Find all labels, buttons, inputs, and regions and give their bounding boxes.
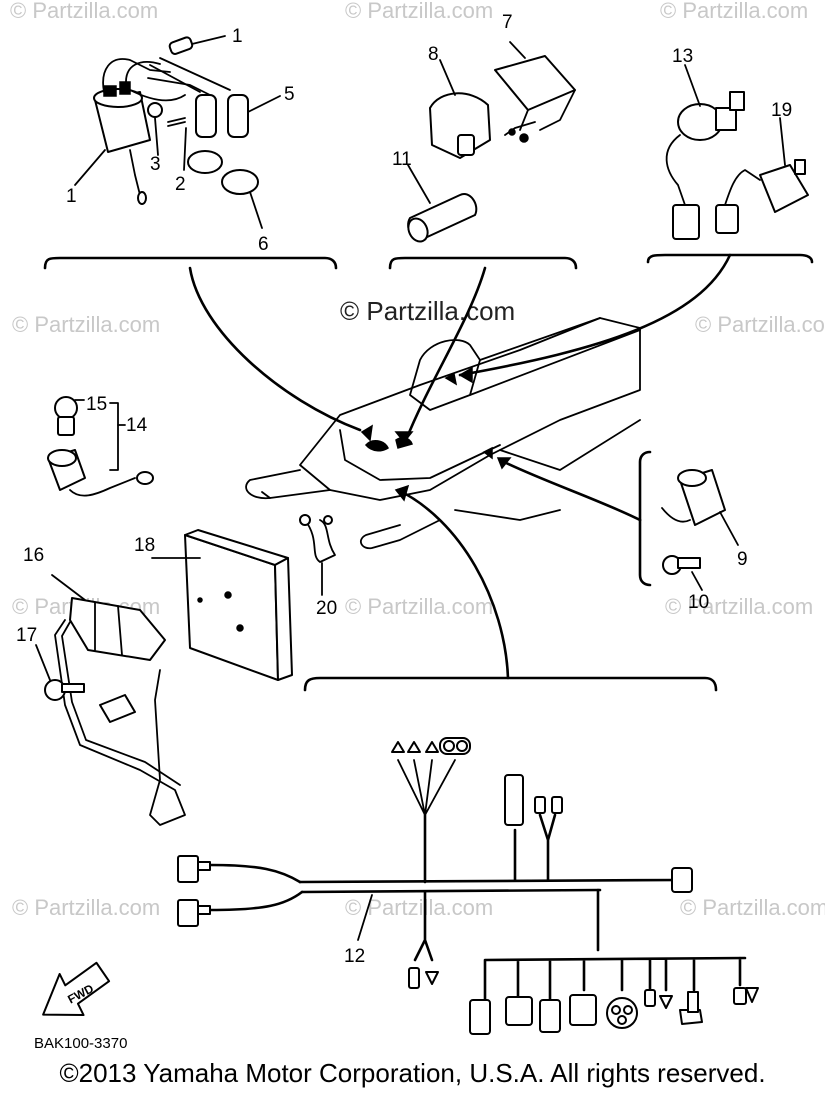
leader-group-1 (188, 266, 362, 432)
part-number-20: 20 (316, 598, 337, 619)
part-number-18: 18 (134, 535, 155, 556)
copyright-notice: ©2013 Yamaha Motor Corporation, U.S.A. A… (59, 1058, 766, 1088)
part-number-19: 19 (771, 100, 792, 121)
part-number-17: 17 (16, 625, 37, 646)
watermark: © Partzilla.com (345, 0, 493, 23)
main-switch-group: 13 19 (665, 46, 809, 240)
part-number-13: 13 (672, 46, 693, 67)
snowmobile-outline (245, 317, 641, 550)
part-number-1: 1 (66, 186, 77, 207)
bracket-harness (303, 676, 718, 692)
watermark-center: © Partzilla.com (340, 296, 515, 326)
part-number-14: 14 (126, 415, 148, 436)
diagram-code: BAK100-3370 (34, 1035, 127, 1052)
leader-group-9 (498, 458, 642, 522)
part-number-3: 3 (150, 154, 161, 175)
part-number-16: 16 (23, 545, 44, 566)
part-number-7: 7 (502, 12, 513, 33)
bracket-group-2 (388, 256, 578, 270)
fwd-arrow: FWD (42, 961, 111, 1017)
wire-harness-group: 12 (177, 737, 759, 1035)
leader-harness (396, 488, 510, 680)
part-number-6: 6 (258, 234, 269, 255)
part-number-4: 1 (232, 26, 243, 47)
watermark: © Partzilla.com (345, 594, 493, 619)
part-number-9: 9 (737, 549, 748, 570)
watermark: © Partzilla.com (660, 0, 808, 23)
watermark: © Partzilla.com (680, 895, 825, 920)
watermark: © Partzilla.com (10, 0, 158, 23)
part-number-12: 12 (344, 946, 365, 967)
bracket-group-3 (646, 253, 814, 264)
part-number-2: 2 (175, 174, 186, 195)
regulator-group: 9 10 (661, 469, 748, 613)
junction-group: 16 17 (16, 545, 186, 826)
watermark: © Partzilla.com (345, 895, 493, 920)
bracket-group-9-bottom (638, 518, 652, 587)
cdi-unit-group: 7 8 11 (392, 12, 576, 243)
band-group: 20 (299, 514, 337, 619)
leader-group-2 (404, 266, 487, 442)
part-number-11: 11 (392, 149, 412, 170)
part-number-5: 5 (284, 84, 295, 105)
watermark: © Partzilla.com (665, 594, 813, 619)
part-number-8: 8 (428, 44, 439, 65)
part-number-15: 15 (86, 394, 107, 415)
tail-light-group: 15 14 (47, 394, 154, 497)
watermark: © Partzilla.com (12, 895, 160, 920)
watermark: © Partzilla.com (12, 312, 160, 337)
ignition-coil-group: 1 5 3 2 6 1 (66, 26, 295, 255)
leader-group-3 (458, 253, 732, 377)
plate-group: 18 (134, 529, 293, 681)
watermark: © Partzilla.com (695, 312, 825, 337)
bracket-group-1 (43, 256, 338, 270)
part-number-10: 10 (688, 592, 709, 613)
bracket-group-9 (638, 450, 652, 522)
